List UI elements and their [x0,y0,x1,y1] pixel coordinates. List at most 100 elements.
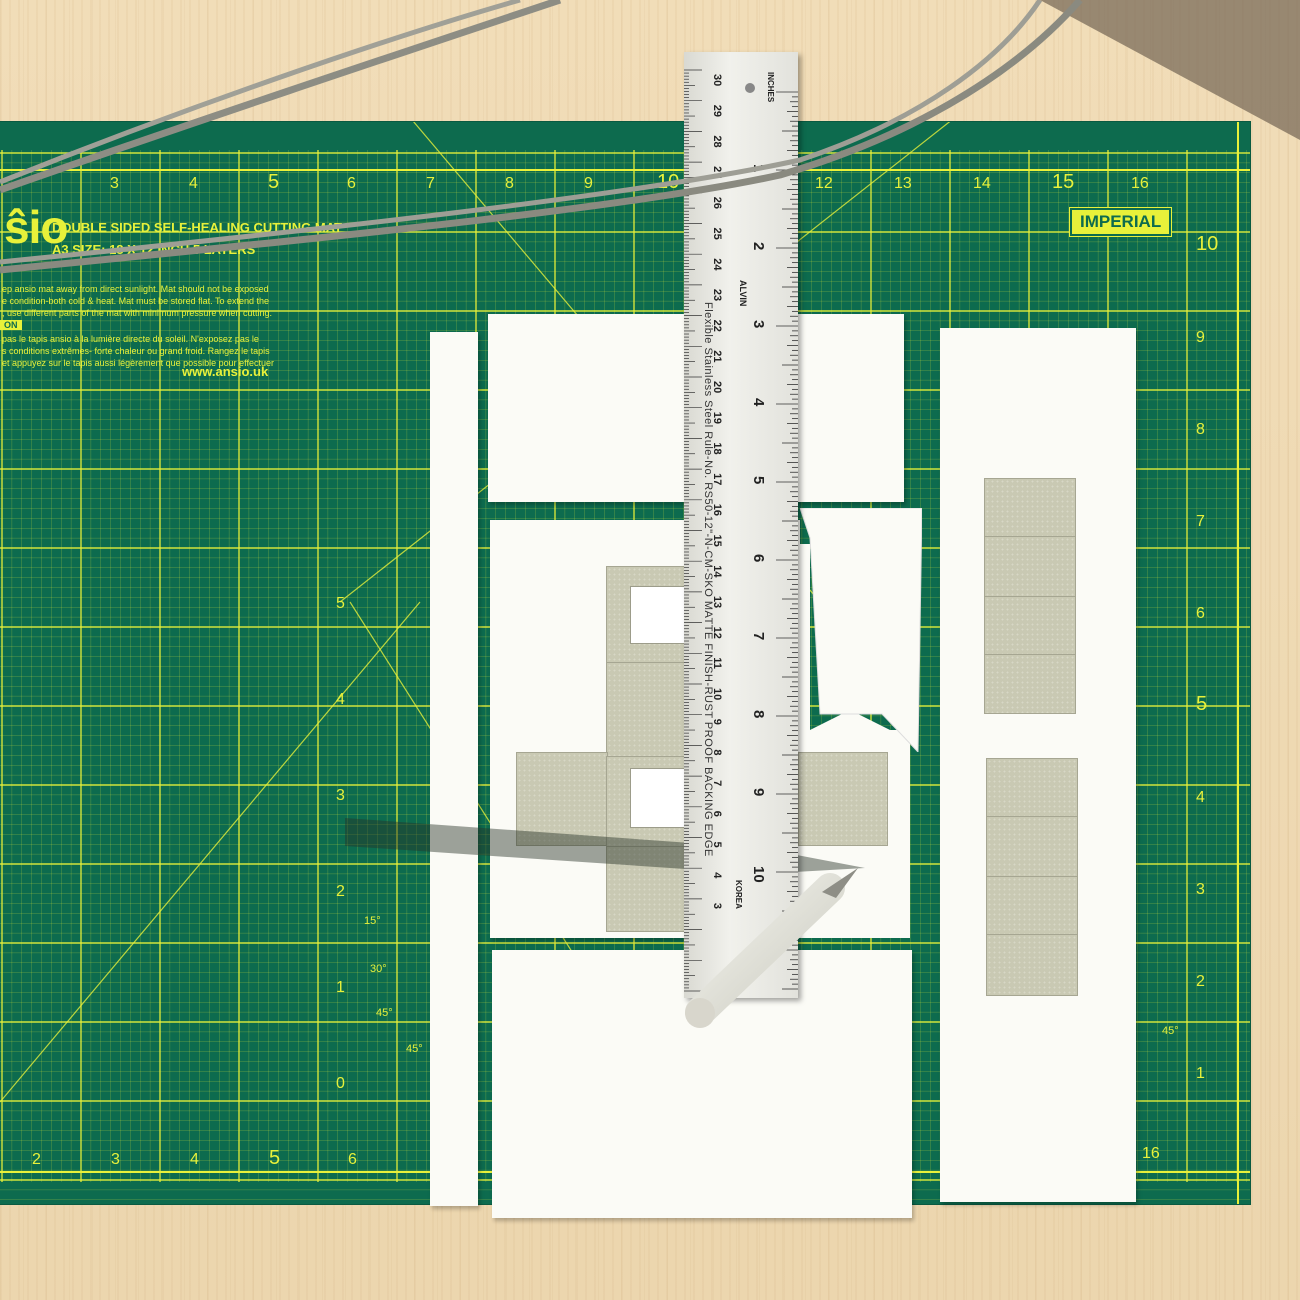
ruler-cm-number: 4 [711,872,723,879]
mat-left-number: 3 [336,787,345,804]
strip-tile-6 [986,816,1078,878]
ruler-cm-number: 13 [711,596,723,608]
window-hole-1 [630,586,688,644]
ruler-cm-number: 20 [711,381,723,393]
ruler-cm-number: 6 [711,811,723,817]
mat-bottom-number: 5 [269,1147,280,1169]
mat-top-number: 7 [426,175,435,192]
mat-top-number: 3 [110,175,119,192]
mat-bottom-right-number: 16 [1142,1145,1160,1162]
ruler-cm-number: 11 [711,657,723,669]
paper-strip-left[interactable] [430,332,478,1206]
ruler-cm-number: 23 [711,289,723,301]
ruler-inch-number: 11 [750,944,767,960]
mat-right-number: 5 [1196,693,1207,715]
mat-right-number: 7 [1196,513,1205,530]
ruler-cm-number: 25 [711,228,723,240]
mat-top-number: 10 [657,171,679,193]
mat-top-number: 9 [584,175,593,192]
mat-left-number: 0 [336,1075,345,1092]
ruler-cm-number: 7 [711,780,723,786]
ruler-inch-number: 10 [750,866,767,883]
mat-right-number: 3 [1196,881,1205,898]
ruler-inch-number: 9 [750,788,767,796]
mat-diagonal [0,601,421,1103]
strip-tile-3 [984,596,1076,656]
mat-bottom-number: 6 [348,1151,357,1168]
ruler-cm-number: 8 [711,749,723,755]
paper-flap-shape [799,507,923,754]
ruler-inch-number: 4 [750,398,767,407]
strip-tile-7 [986,876,1078,936]
ruler-inch-number: 2 [750,242,767,250]
strip-tile-2 [984,536,1076,598]
ruler-brand-mark: ALVIN [738,280,748,306]
ruler-cm-number: 17 [711,473,723,485]
mat-bottom-number: 3 [111,1151,120,1168]
strip-tile-8 [986,934,1078,996]
ruler-product-line: Flexible Stainless Steel Rule-No. RS50-1… [702,302,714,857]
ruler-inch-number: 3 [750,320,767,328]
corner-shadow [1040,0,1300,140]
steel-ruler[interactable]: 1234567891011123029282726252423222120191… [684,52,798,998]
ruler-inch-number: 7 [750,632,767,640]
mat-top-number: 6 [347,175,356,192]
ruler-cm-number: 16 [711,504,723,516]
mat-top-number: 14 [973,175,991,192]
ruler-cm-number: 15 [711,535,723,547]
ruler-cm-number: 30 [711,74,723,86]
mat-right-number: 8 [1196,421,1205,438]
mat-url: www.ansio.uk [182,364,269,379]
ruler-cm-number: 22 [711,320,723,332]
ruler-inch-number: 5 [750,476,767,484]
mat-right-number: 2 [1196,973,1205,990]
strip-tile-4 [984,654,1076,714]
mat-top-number: 12 [815,175,833,192]
mat-size-line: A3 SIZE: 18 X 12 INCH 5 LAYERS [52,242,256,257]
mat-care-fr-2: s conditions extrêmes- forte chaleur ou … [2,346,270,356]
mat-top-number: 5 [268,171,279,193]
ruler-cm-number: 28 [711,135,723,147]
ruler-origin: KOREA [734,880,743,909]
mat-right-number: 4 [1196,789,1205,806]
mat-top-number: 15 [1052,171,1074,193]
ruler-cm-number: 10 [711,688,723,700]
ruler-inch-number: 1 [750,164,767,172]
ruler-cm-number: 5 [711,842,723,848]
mat-left-number: 5 [336,595,345,612]
mat-bottom-number: 2 [32,1151,41,1168]
ruler-cm-number: 3 [711,903,723,909]
strip-tile-1 [984,478,1076,538]
mat-top-number: 8 [505,175,514,192]
ruler-cm-number: 9 [711,719,723,725]
mat-left-number: 4 [336,691,345,708]
mat-angle-label: 45° [406,1043,423,1055]
window-hole-2 [630,768,688,828]
mat-right-number: 6 [1196,605,1205,622]
mat-care-en-1: ep ansio mat away from direct sunlight. … [2,284,269,294]
ruler-cm-number: 12 [711,627,723,639]
mat-angle-label: 45° [376,1007,393,1019]
ruler-cm-number: 24 [711,258,723,271]
mat-right-number: 9 [1196,329,1205,346]
mat-angle-label: 30° [370,963,387,975]
imperial-badge: IMPERIAL [1068,207,1173,237]
ruler-hang-hole [745,83,755,93]
net-tile-right [798,752,888,846]
mat-top-number: 16 [1131,175,1149,192]
mat-top-number: 13 [894,175,912,192]
mat-care-en-2: e condition-both cold & heat. Mat must b… [2,296,269,306]
ruler-cm-number: 29 [711,105,723,117]
strip-tile-5 [986,758,1078,818]
mat-bottom-number: 4 [190,1151,199,1168]
ruler-cm-number: 21 [711,350,723,362]
mat-care-fr-3: et appuyez sur le tapis aussi légèrement… [2,358,274,368]
ruler-cm-number: 27 [711,166,723,178]
ruler-cm-number: 14 [711,565,723,578]
mat-right-number: 10 [1196,233,1218,255]
mat-angle-label: 15° [364,915,381,927]
ruler-cm-number: 19 [711,412,723,424]
paper-cut-flap[interactable] [799,507,923,754]
ruler-cm-number: 26 [711,197,723,209]
mat-angle-label: 45° [1162,1025,1179,1037]
